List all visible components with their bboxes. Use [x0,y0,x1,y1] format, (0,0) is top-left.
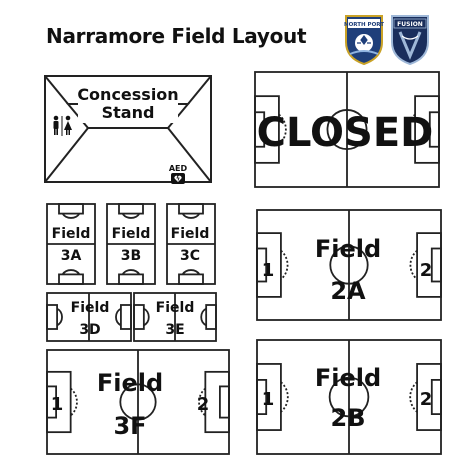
field-2a-goal-2: 2 [420,260,433,281]
field-closed [254,71,440,188]
north-port-logo: NORTH PORT [342,12,386,66]
field-3f-label-1: Field [97,369,163,397]
field-2b [256,339,442,455]
field-2a-label-2: 2A [330,277,366,305]
field-3e [133,292,217,342]
field-3f-goal-1: 1 [51,394,64,415]
field-2a-label-1: Field [315,235,381,263]
svg-text:NORTH PORT: NORTH PORT [344,22,384,28]
field-2b-goal-1: 1 [262,389,275,410]
fusion-logo: FUSION [388,12,432,66]
field-3a [46,203,96,285]
field-3f-label-2: 3F [113,412,146,440]
concession-stand: Concession Stand AED [44,75,212,184]
field-3c-label-2: 3C [180,248,200,264]
svg-text:FUSION: FUSION [397,21,423,28]
field-2b-label-2: 2B [331,404,366,432]
field-3c-label-1: Field [171,226,210,242]
field-3a-label-2: 3A [61,248,82,264]
concession-label-1: Concession [77,85,178,104]
concession-label-2: Stand [102,103,155,122]
field-3a-label-1: Field [52,226,91,242]
field-3b-label-1: Field [112,226,151,242]
aed-label: AED [169,164,188,173]
field-2b-goal-2: 2 [420,389,433,410]
field-3f [46,349,230,455]
field-2a-goal-1: 1 [262,260,275,281]
restroom-icon [53,115,72,136]
field-3d-label-1: Field [71,300,110,316]
field-2b-label-1: Field [315,364,381,392]
field-3f-goal-2: 2 [197,394,210,415]
field-3c [166,203,216,285]
closed-label: CLOSED [257,110,434,156]
field-2a [256,209,442,321]
page-title: Narramore Field Layout [46,24,307,48]
field-3d [46,292,132,342]
aed-icon [171,173,185,184]
field-3b-label-2: 3B [121,248,141,264]
field-3e-label-2: 3E [165,322,184,338]
field-3d-label-2: 3D [79,322,100,338]
field-3b [106,203,156,285]
field-3e-label-1: Field [156,300,195,316]
